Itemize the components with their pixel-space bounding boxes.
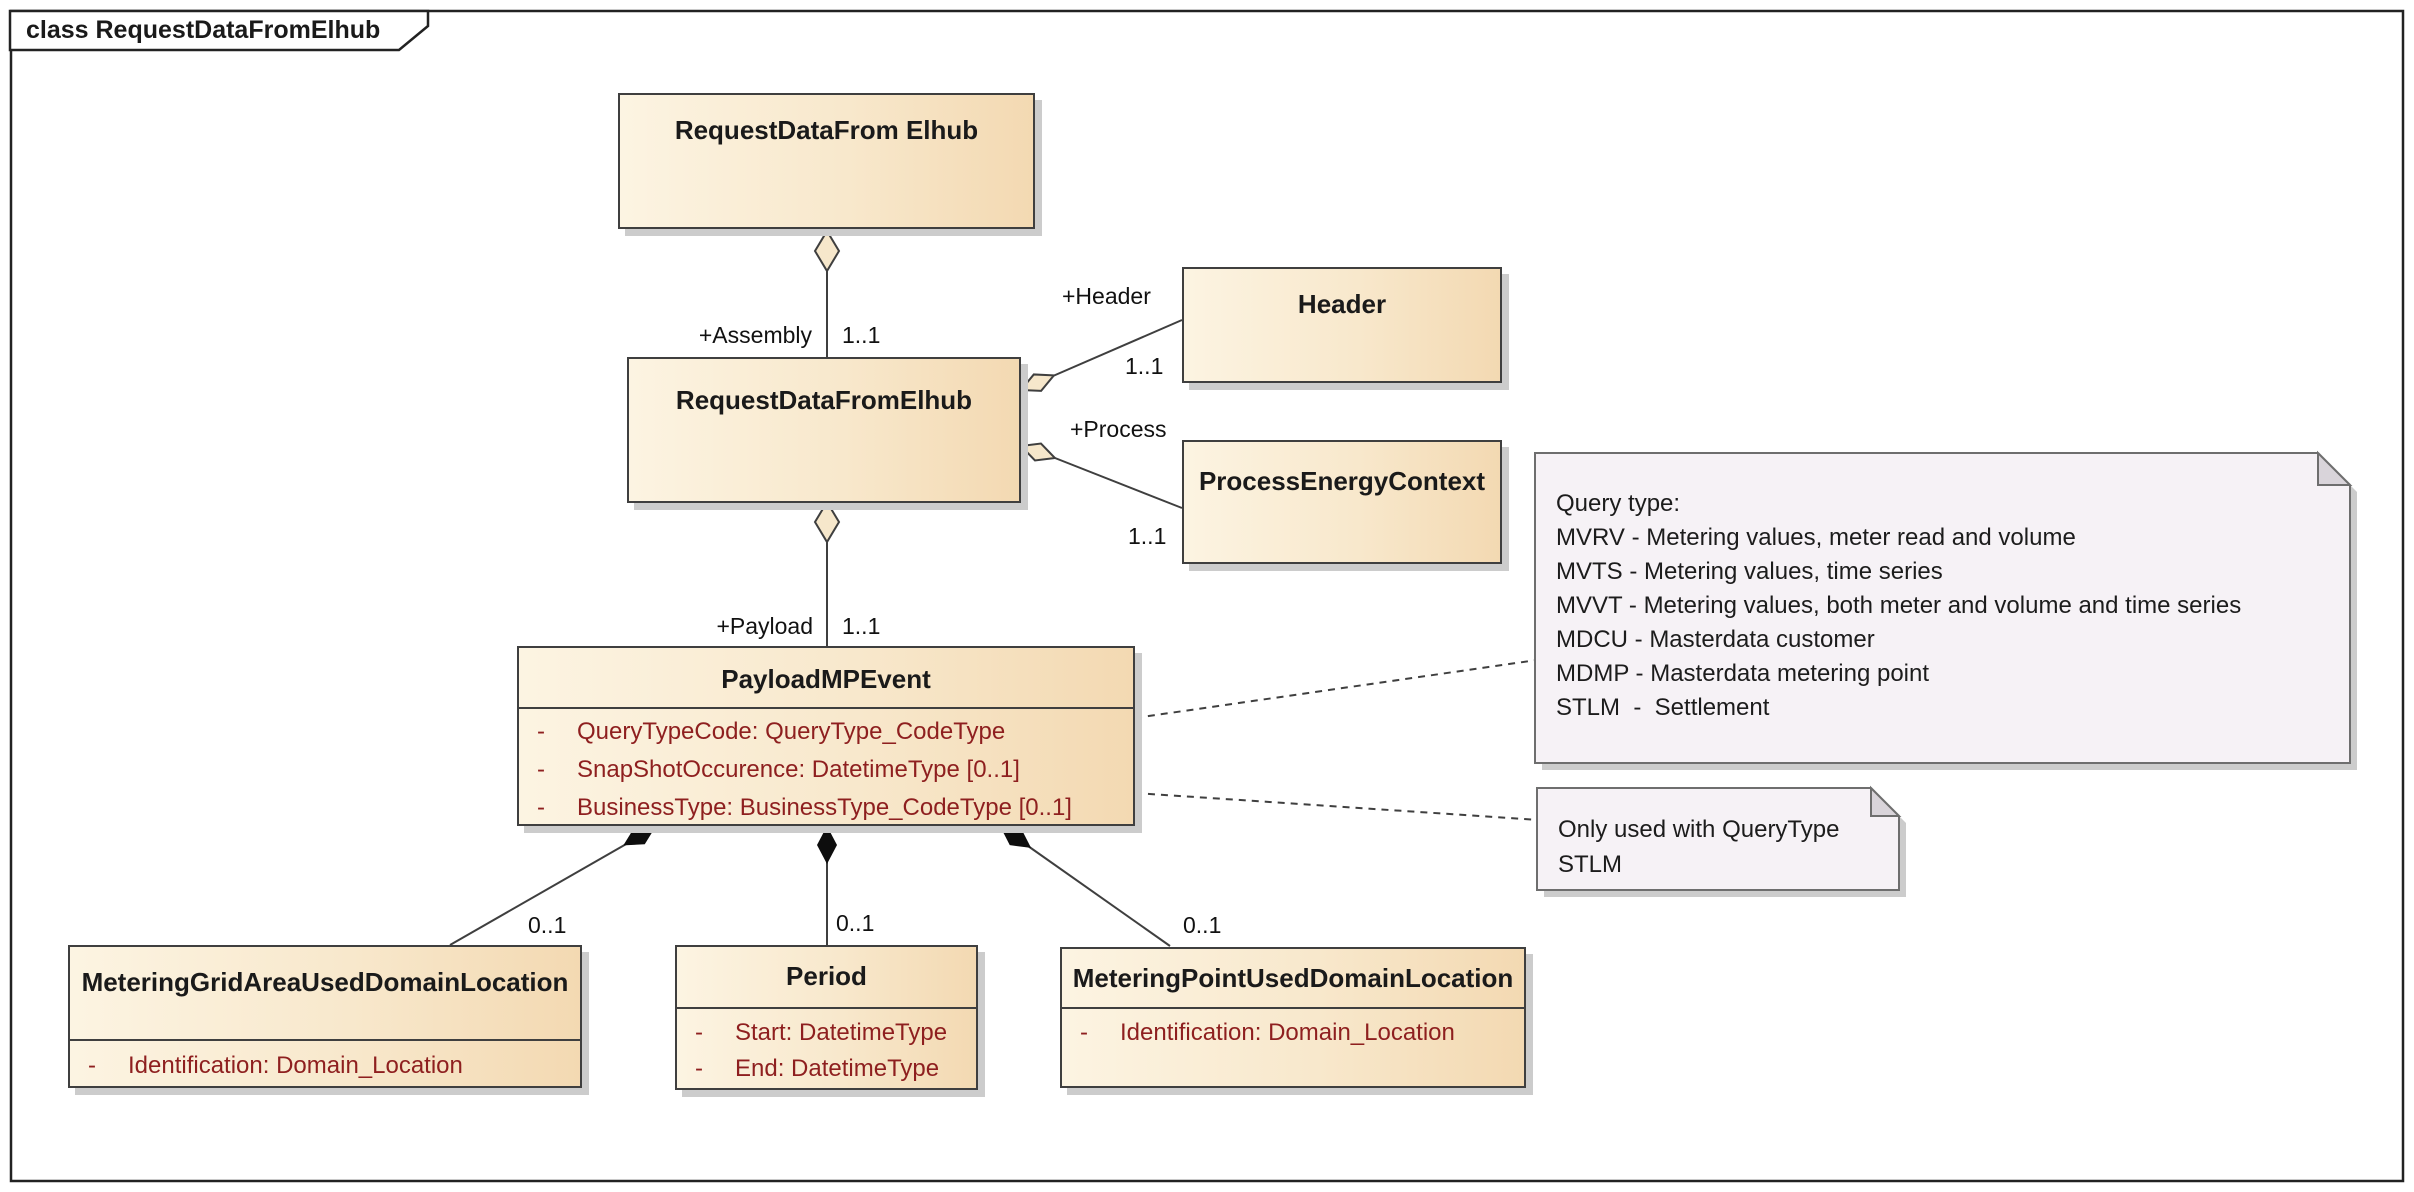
label-header-multiplicity: 1..1 <box>1125 353 1164 379</box>
attribute-compartment: - QueryTypeCode: QueryType_CodeType - Sn… <box>519 707 1133 824</box>
attribute-text: Identification: Domain_Location <box>128 1052 463 1079</box>
label-period-multiplicity: 0..1 <box>836 910 875 936</box>
class-name: Period <box>786 961 867 991</box>
class-name: ProcessEnergyContext <box>1198 466 1486 496</box>
visibility-marker: - <box>537 794 545 821</box>
note-stlm-usage[interactable] <box>1536 785 1902 891</box>
class-process-energy-context[interactable]: ProcessEnergyContext <box>1182 440 1502 564</box>
label-grid-area-multiplicity: 0..1 <box>528 912 567 938</box>
note-line: STLM <box>1558 851 1623 878</box>
attribute-row[interactable]: - BusinessType: BusinessType_CodeType [0… <box>519 789 1133 827</box>
attribute-text: BusinessType: BusinessType_CodeType [0..… <box>577 794 1072 821</box>
note-query-type[interactable] <box>1534 450 2353 764</box>
class-period[interactable]: Period - Start: DatetimeType - End: Date… <box>675 945 978 1090</box>
class-name: MeteringPointUsedDomainLocation <box>1072 963 1514 993</box>
label-process-multiplicity: 1..1 <box>1128 523 1167 549</box>
aggregation-header[interactable] <box>1017 319 1183 398</box>
note-line: MVTS - Metering values, time series <box>1556 558 1943 585</box>
note-line: MVRV - Metering values, meter read and v… <box>1556 524 2076 551</box>
visibility-marker: - <box>537 718 545 745</box>
label-metering-point-multiplicity: 0..1 <box>1183 912 1222 938</box>
note-line: MVVT - Metering values, both meter and v… <box>1556 592 2242 619</box>
note-line: Only used with QueryType <box>1558 816 1840 843</box>
diagram-title: class RequestDataFromElhub <box>26 16 381 44</box>
attribute-row[interactable]: - Identification: Domain_Location <box>1062 1015 1524 1051</box>
aggregation-payload[interactable] <box>813 500 841 646</box>
note-query-type-text: Query type: MVRV - Metering values, mete… <box>1556 487 2241 725</box>
aggregation-process[interactable] <box>1018 438 1183 509</box>
visibility-marker: - <box>695 1055 703 1082</box>
class-payload-mp-event[interactable]: PayloadMPEvent - QueryTypeCode: QueryTyp… <box>517 646 1135 826</box>
attribute-row[interactable]: - Identification: Domain_Location <box>70 1047 580 1085</box>
visibility-marker: - <box>88 1052 96 1079</box>
attribute-text: SnapShotOccurence: DatetimeType [0..1] <box>577 756 1020 783</box>
composition-period[interactable] <box>817 826 837 945</box>
note-line: MDMP - Masterdata metering point <box>1556 660 1930 687</box>
visibility-marker: - <box>1080 1019 1088 1046</box>
attribute-text: Identification: Domain_Location <box>1120 1019 1455 1046</box>
class-metering-grid-area[interactable]: MeteringGridAreaUsedDomainLocation - Ide… <box>68 945 582 1088</box>
note-stlm-usage-text: Only used with QueryType STLM <box>1558 812 1839 882</box>
diagram-frame <box>9 9 2405 1183</box>
label-payload-multiplicity: 1..1 <box>842 613 881 639</box>
visibility-marker: - <box>695 1019 703 1046</box>
class-name: Header <box>1297 289 1387 319</box>
class-name: PayloadMPEvent <box>721 664 931 694</box>
attribute-text: QueryTypeCode: QueryType_CodeType <box>577 718 1006 745</box>
composition-grid-area[interactable] <box>449 817 661 946</box>
label-process-role: +Process <box>1070 416 1167 442</box>
note-line: Query type: <box>1556 490 1681 517</box>
class-request-data-from-elhub-top[interactable]: RequestDataFrom Elhub <box>618 93 1035 229</box>
attribute-row[interactable]: - SnapShotOccurence: DatetimeType [0..1] <box>519 751 1133 789</box>
attribute-compartment: - Identification: Domain_Location <box>70 1039 580 1086</box>
class-name: MeteringGridAreaUsedDomainLocation <box>81 967 569 997</box>
visibility-marker: - <box>537 756 545 783</box>
note-link-querytype[interactable] <box>1134 659 1538 719</box>
note-line: MDCU - Masterdata customer <box>1556 626 1875 653</box>
attribute-text: End: DatetimeType <box>735 1055 940 1082</box>
class-header[interactable]: Header <box>1182 267 1502 383</box>
attribute-row[interactable]: - Start: DatetimeType <box>677 1015 976 1051</box>
note-link-stlm[interactable] <box>1134 792 1540 821</box>
class-metering-point[interactable]: MeteringPointUsedDomainLocation - Identi… <box>1060 947 1526 1088</box>
attribute-compartment: - Start: DatetimeType - End: DatetimeTyp… <box>677 1007 976 1088</box>
attribute-row[interactable]: - QueryTypeCode: QueryType_CodeType <box>519 713 1133 751</box>
composition-metering-point[interactable] <box>994 818 1171 947</box>
label-assembly-multiplicity: 1..1 <box>842 322 881 348</box>
label-payload-role: +Payload <box>716 613 813 639</box>
attribute-row[interactable]: - End: DatetimeType <box>677 1051 976 1087</box>
label-header-role: +Header <box>1062 283 1151 309</box>
class-name: RequestDataFromElhub <box>675 385 973 415</box>
attribute-text: Start: DatetimeType <box>735 1019 948 1046</box>
label-assembly-role: +Assembly <box>698 322 812 348</box>
note-line: STLM - Settlement <box>1556 694 1770 721</box>
aggregation-assembly[interactable] <box>813 229 841 357</box>
class-request-data-from-elhub[interactable]: RequestDataFromElhub <box>627 357 1021 503</box>
class-name: RequestDataFrom Elhub <box>674 115 979 145</box>
diagram-tab <box>8 9 430 52</box>
attribute-compartment: - Identification: Domain_Location <box>1062 1007 1524 1086</box>
